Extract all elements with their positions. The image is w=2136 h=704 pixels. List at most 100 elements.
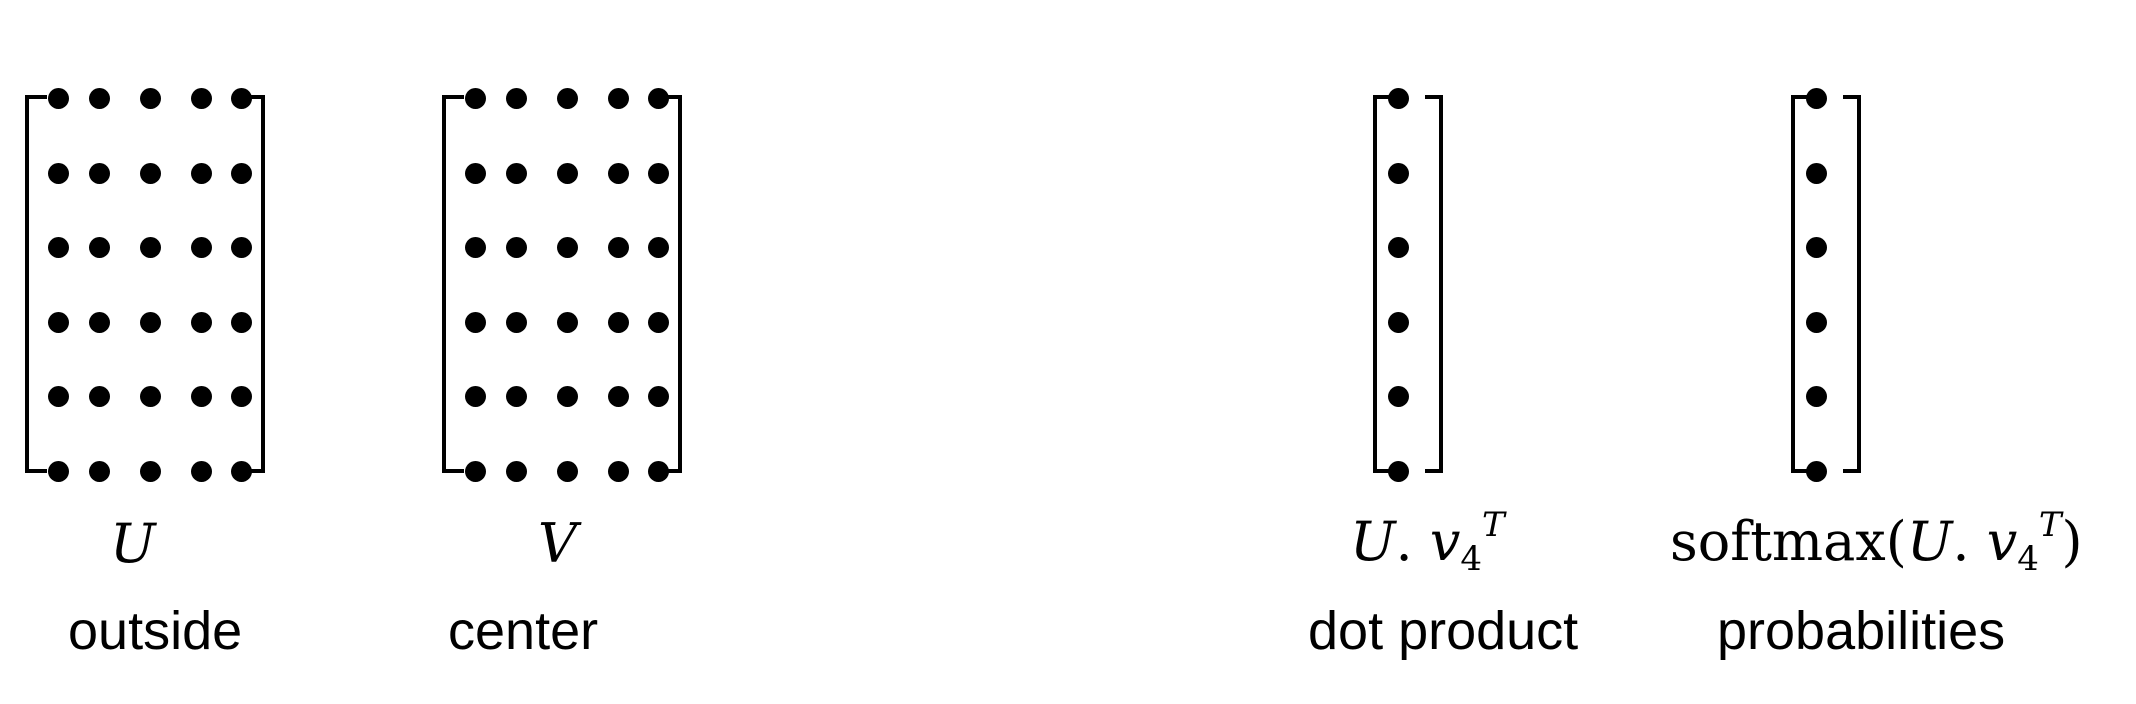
matrix-entry-dot bbox=[608, 386, 629, 407]
matrix-entry-dot bbox=[89, 460, 110, 482]
expr-vec: v bbox=[1429, 510, 1461, 573]
matrix-entry-dot bbox=[608, 162, 629, 184]
expr-vec: v bbox=[1986, 510, 2018, 573]
expr-fn: softmax( bbox=[1670, 510, 1907, 573]
matrix-entry-dot bbox=[89, 237, 110, 258]
matrix-entry-dot bbox=[608, 460, 629, 482]
vector-dot-product bbox=[1373, 85, 1443, 482]
matrix-entry-dot bbox=[648, 88, 669, 109]
matrix-entry-dot bbox=[506, 237, 527, 258]
dot-product-expression: U. v4T bbox=[1350, 505, 1505, 579]
matrix-entry-dot bbox=[191, 162, 212, 184]
matrix-entry-dot bbox=[1388, 237, 1409, 258]
matrix-entry-dot bbox=[140, 162, 161, 184]
matrix-entry-dot bbox=[557, 237, 578, 258]
expr-close: ) bbox=[2061, 510, 2083, 573]
expr-sub: 4 bbox=[2017, 539, 2039, 579]
matrix-entry-dot bbox=[140, 386, 161, 407]
left-bracket bbox=[442, 95, 464, 473]
matrix-entry-dot bbox=[465, 460, 486, 482]
matrix-entry-dot bbox=[48, 311, 69, 333]
matrix-v-symbol: V bbox=[538, 512, 577, 575]
matrix-entry-dot bbox=[48, 162, 69, 184]
matrix-entry-dot bbox=[231, 460, 252, 482]
matrix-entry-dot bbox=[506, 311, 527, 333]
matrix-entry-dot bbox=[140, 311, 161, 333]
matrix-entry-dot bbox=[608, 311, 629, 333]
matrix-entry-dot bbox=[1388, 311, 1409, 333]
matrix-entry-dot bbox=[608, 237, 629, 258]
matrix-entry-dot bbox=[1806, 237, 1827, 258]
matrix-entry-dot bbox=[648, 162, 669, 184]
softmax-expression: softmax(U. v4T) bbox=[1670, 505, 2083, 579]
matrix-entry-dot bbox=[48, 386, 69, 407]
matrix-v bbox=[442, 85, 682, 482]
expr-base: U bbox=[1350, 510, 1396, 573]
matrix-entry-dot bbox=[648, 237, 669, 258]
matrix-entry-dot bbox=[191, 460, 212, 482]
matrix-entry-dot bbox=[648, 386, 669, 407]
matrix-entry-dot bbox=[191, 386, 212, 407]
expr-base: U bbox=[1906, 510, 1953, 573]
matrix-entry-dot bbox=[1388, 162, 1409, 184]
matrix-entry-dot bbox=[1806, 162, 1827, 184]
matrix-entry-dot bbox=[1806, 88, 1827, 109]
right-bracket bbox=[1843, 95, 1861, 473]
expr-sup: T bbox=[1482, 505, 1505, 545]
expr-op: . bbox=[1952, 510, 1987, 573]
matrix-entry-dot bbox=[231, 311, 252, 333]
matrix-entry-dot bbox=[557, 311, 578, 333]
matrix-entry-dot bbox=[1388, 386, 1409, 407]
matrix-entry-dot bbox=[89, 311, 110, 333]
right-bracket bbox=[243, 95, 265, 473]
matrix-entry-dot bbox=[140, 460, 161, 482]
matrix-entry-dot bbox=[191, 311, 212, 333]
matrix-entry-dot bbox=[648, 311, 669, 333]
matrix-entry-dot bbox=[557, 386, 578, 407]
matrix-entry-dot bbox=[465, 386, 486, 407]
matrix-entry-dot bbox=[48, 237, 69, 258]
matrix-entry-dot bbox=[465, 311, 486, 333]
left-bracket bbox=[1791, 95, 1809, 473]
matrix-entry-dot bbox=[506, 460, 527, 482]
matrix-entry-dot bbox=[648, 460, 669, 482]
matrix-entry-dot bbox=[191, 88, 212, 109]
right-bracket bbox=[660, 95, 682, 473]
expr-op: . bbox=[1395, 510, 1430, 573]
matrix-entry-dot bbox=[608, 88, 629, 109]
expr-sub: 4 bbox=[1460, 539, 1483, 579]
matrix-entry-dot bbox=[1388, 460, 1409, 482]
matrix-entry-dot bbox=[1806, 311, 1827, 333]
matrix-entry-dot bbox=[140, 88, 161, 109]
matrix-u bbox=[25, 85, 265, 482]
matrix-entry-dot bbox=[1806, 386, 1827, 407]
matrix-entry-dot bbox=[506, 88, 527, 109]
matrix-entry-dot bbox=[140, 237, 161, 258]
left-bracket bbox=[25, 95, 47, 473]
matrix-entry-dot bbox=[506, 162, 527, 184]
matrix-entry-dot bbox=[1806, 460, 1827, 482]
matrix-entry-dot bbox=[191, 237, 212, 258]
matrix-entry-dot bbox=[465, 237, 486, 258]
right-bracket bbox=[1425, 95, 1443, 473]
matrix-entry-dot bbox=[506, 386, 527, 407]
matrix-entry-dot bbox=[557, 88, 578, 109]
vector-probabilities bbox=[1791, 85, 1861, 482]
matrix-entry-dot bbox=[465, 162, 486, 184]
dot-product-caption: dot product bbox=[1308, 601, 1579, 661]
left-bracket bbox=[1373, 95, 1391, 473]
matrix-entry-dot bbox=[89, 386, 110, 407]
matrix-entry-dot bbox=[557, 460, 578, 482]
matrix-entry-dot bbox=[1388, 88, 1409, 109]
matrix-u-symbol: U bbox=[110, 512, 156, 575]
matrix-entry-dot bbox=[231, 386, 252, 407]
matrix-entry-dot bbox=[557, 162, 578, 184]
matrix-v-caption: center bbox=[448, 601, 599, 661]
expr-sup: T bbox=[2038, 505, 2062, 545]
matrix-entry-dot bbox=[231, 237, 252, 258]
matrix-u-caption: outside bbox=[68, 601, 243, 661]
matrix-entry-dot bbox=[231, 88, 252, 109]
matrix-entry-dot bbox=[89, 162, 110, 184]
matrix-entry-dot bbox=[48, 88, 69, 109]
